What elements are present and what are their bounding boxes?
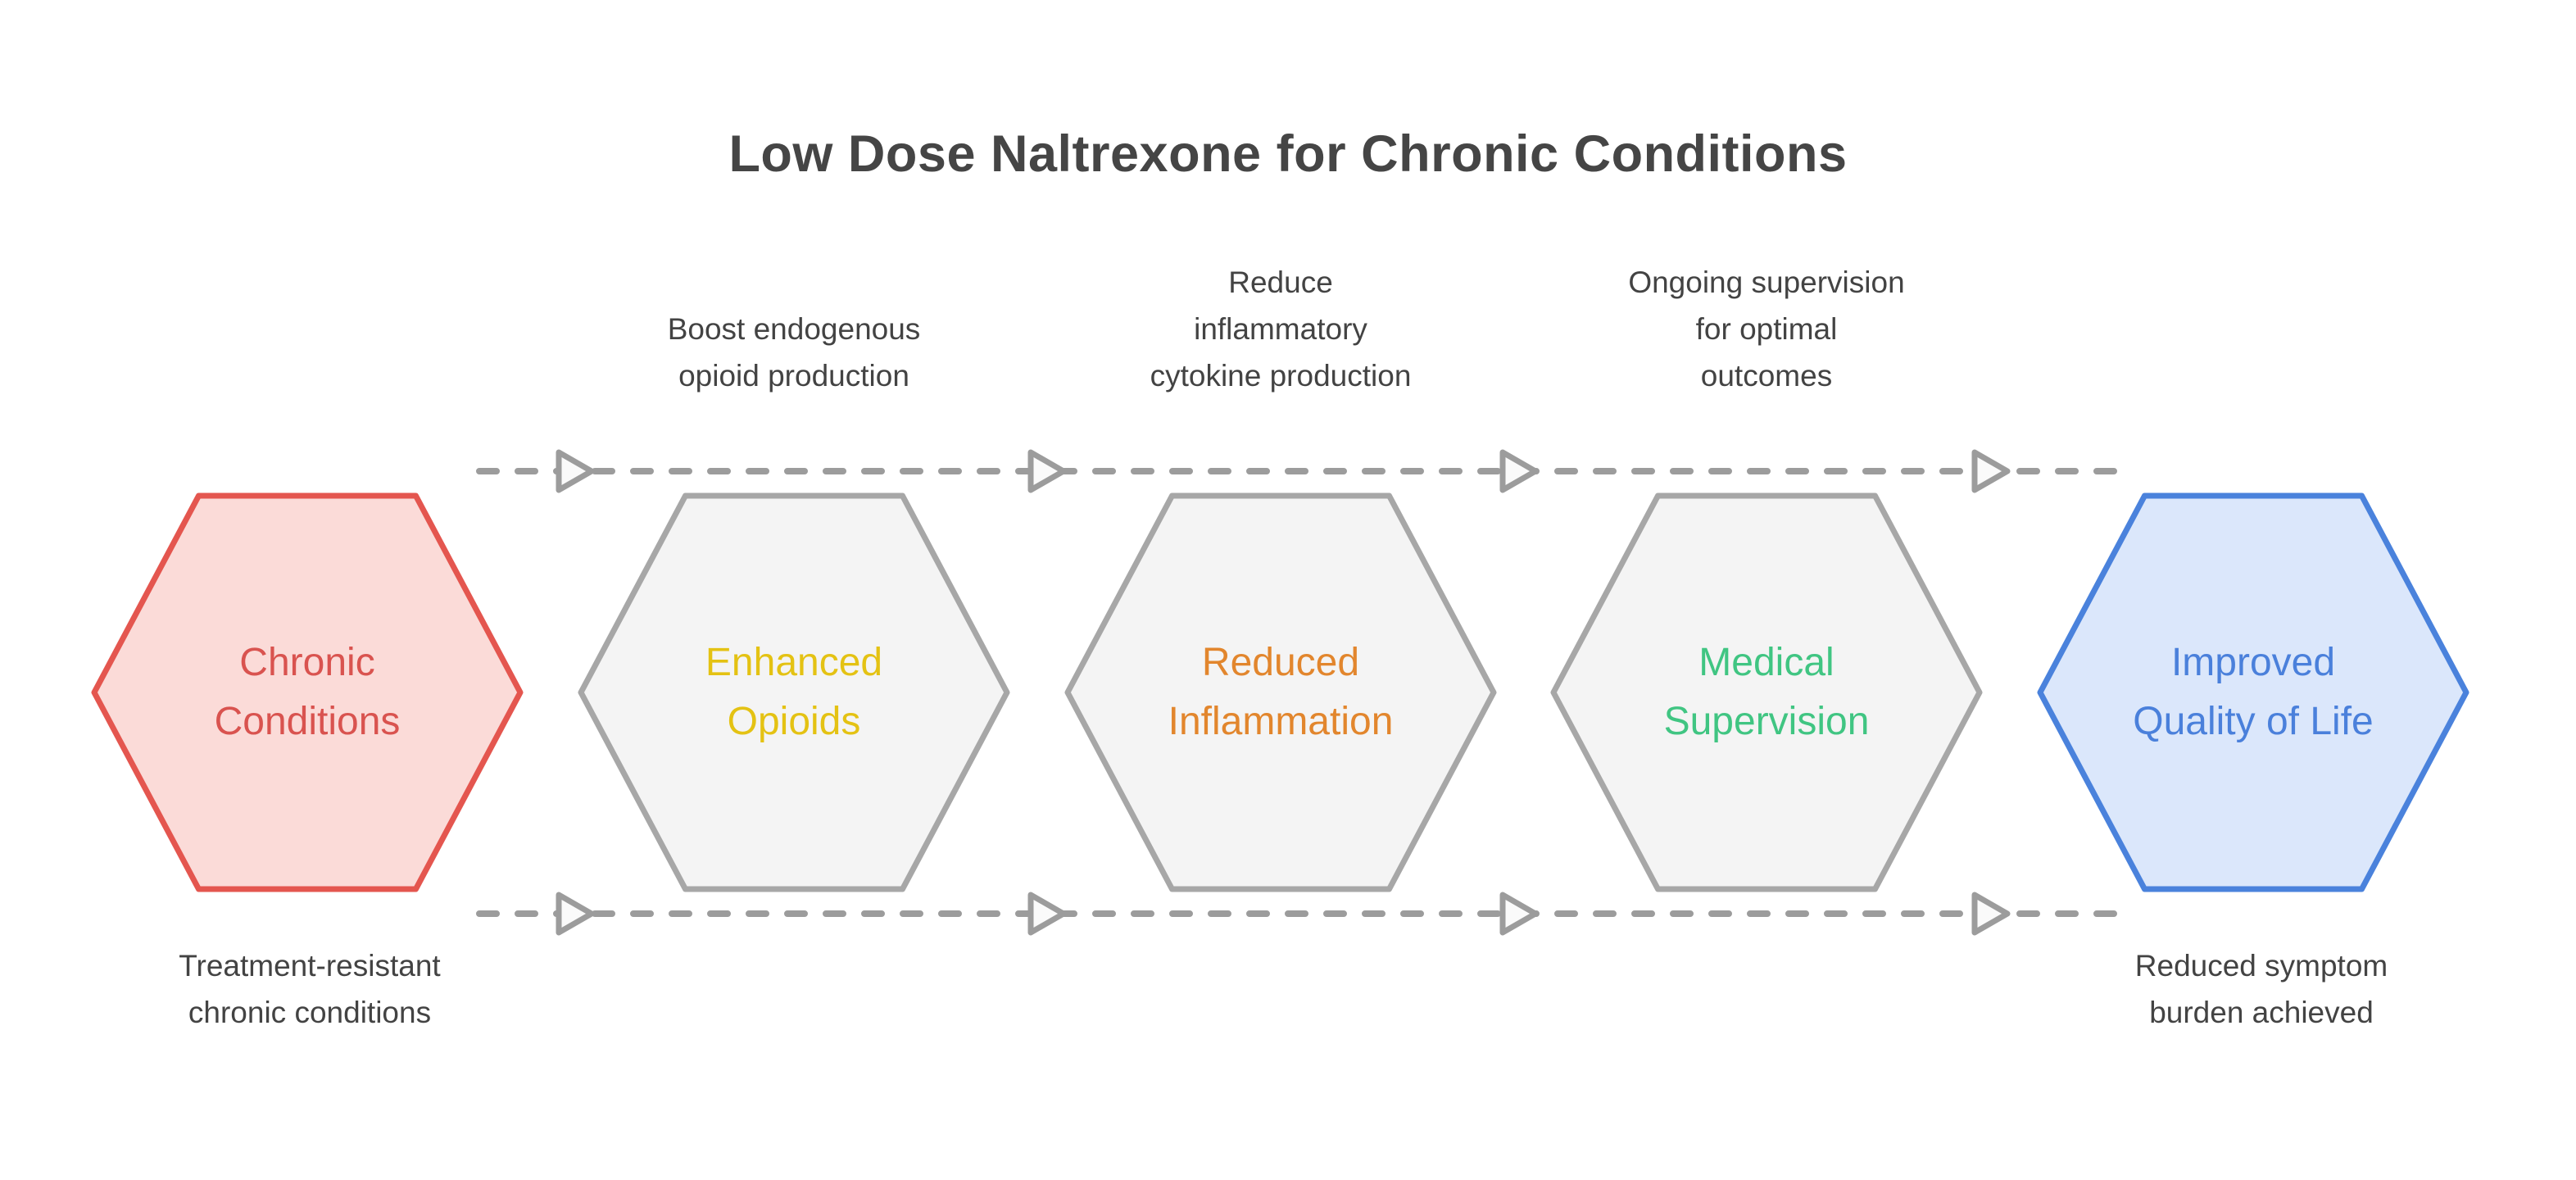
hexagon-shape bbox=[578, 492, 1010, 892]
hexagon-shape bbox=[1550, 492, 1983, 892]
arrowhead-icon bbox=[1027, 449, 1067, 493]
hexagon-polygon bbox=[578, 492, 1010, 892]
hexagon-polygon bbox=[1550, 492, 1983, 892]
hexagon-improved-quality-of-life: Improved Quality of Life bbox=[2036, 492, 2470, 893]
hexagon-enhanced-opioids: Enhanced Opioids bbox=[577, 492, 1011, 893]
arrowhead-icon bbox=[1971, 892, 2011, 936]
hexagon-shape bbox=[2037, 492, 2469, 892]
annotation-treatment-resistant-chronic-conditions: Treatment-resistant chronic conditions bbox=[179, 949, 441, 1029]
hexagon-reduced-inflammation: Reduced Inflammation bbox=[1064, 492, 1498, 893]
hexagon-chronic-conditions: Chronic Conditions bbox=[90, 492, 524, 893]
arrowhead-icon bbox=[1027, 892, 1067, 936]
hexagon-shape bbox=[91, 492, 524, 892]
arrowhead-icon bbox=[556, 449, 595, 493]
hexagon-polygon bbox=[91, 492, 524, 892]
hexagon-label: Chronic Conditions bbox=[214, 641, 401, 743]
annotation-reduce-inflammatory-cytokine-production: Reduce inflammatory cytokine production bbox=[1150, 266, 1412, 393]
arrowhead-icon bbox=[1499, 449, 1539, 493]
annotation-boost-endogenous-opioid-production: Boost endogenous opioid production bbox=[667, 312, 921, 393]
hexagon-label: Reduced Inflammation bbox=[1168, 641, 1394, 743]
arrowhead-icon bbox=[1971, 449, 2011, 493]
hexagon-medical-supervision: Medical Supervision bbox=[1549, 492, 1984, 893]
hexagon-shape bbox=[1064, 492, 1497, 892]
hexagon-polygon bbox=[1064, 492, 1497, 892]
hexagon-label: Medical Supervision bbox=[1663, 641, 1870, 743]
hexagon-polygon bbox=[2037, 492, 2469, 892]
arrowhead-icon bbox=[1499, 892, 1539, 936]
arrowhead-icon bbox=[556, 892, 595, 936]
annotation-ongoing-supervision-for-optimal-outcomes: Ongoing supervision for optimal outcomes bbox=[1628, 266, 1905, 393]
annotation-reduced-symptom-burden-achieved: Reduced symptom burden achieved bbox=[2134, 949, 2388, 1029]
hexagon-label: Enhanced Opioids bbox=[705, 641, 883, 743]
diagram-title: Low Dose Naltrexone for Chronic Conditio… bbox=[728, 125, 1848, 183]
hexagon-label: Improved Quality of Life bbox=[2133, 641, 2374, 743]
